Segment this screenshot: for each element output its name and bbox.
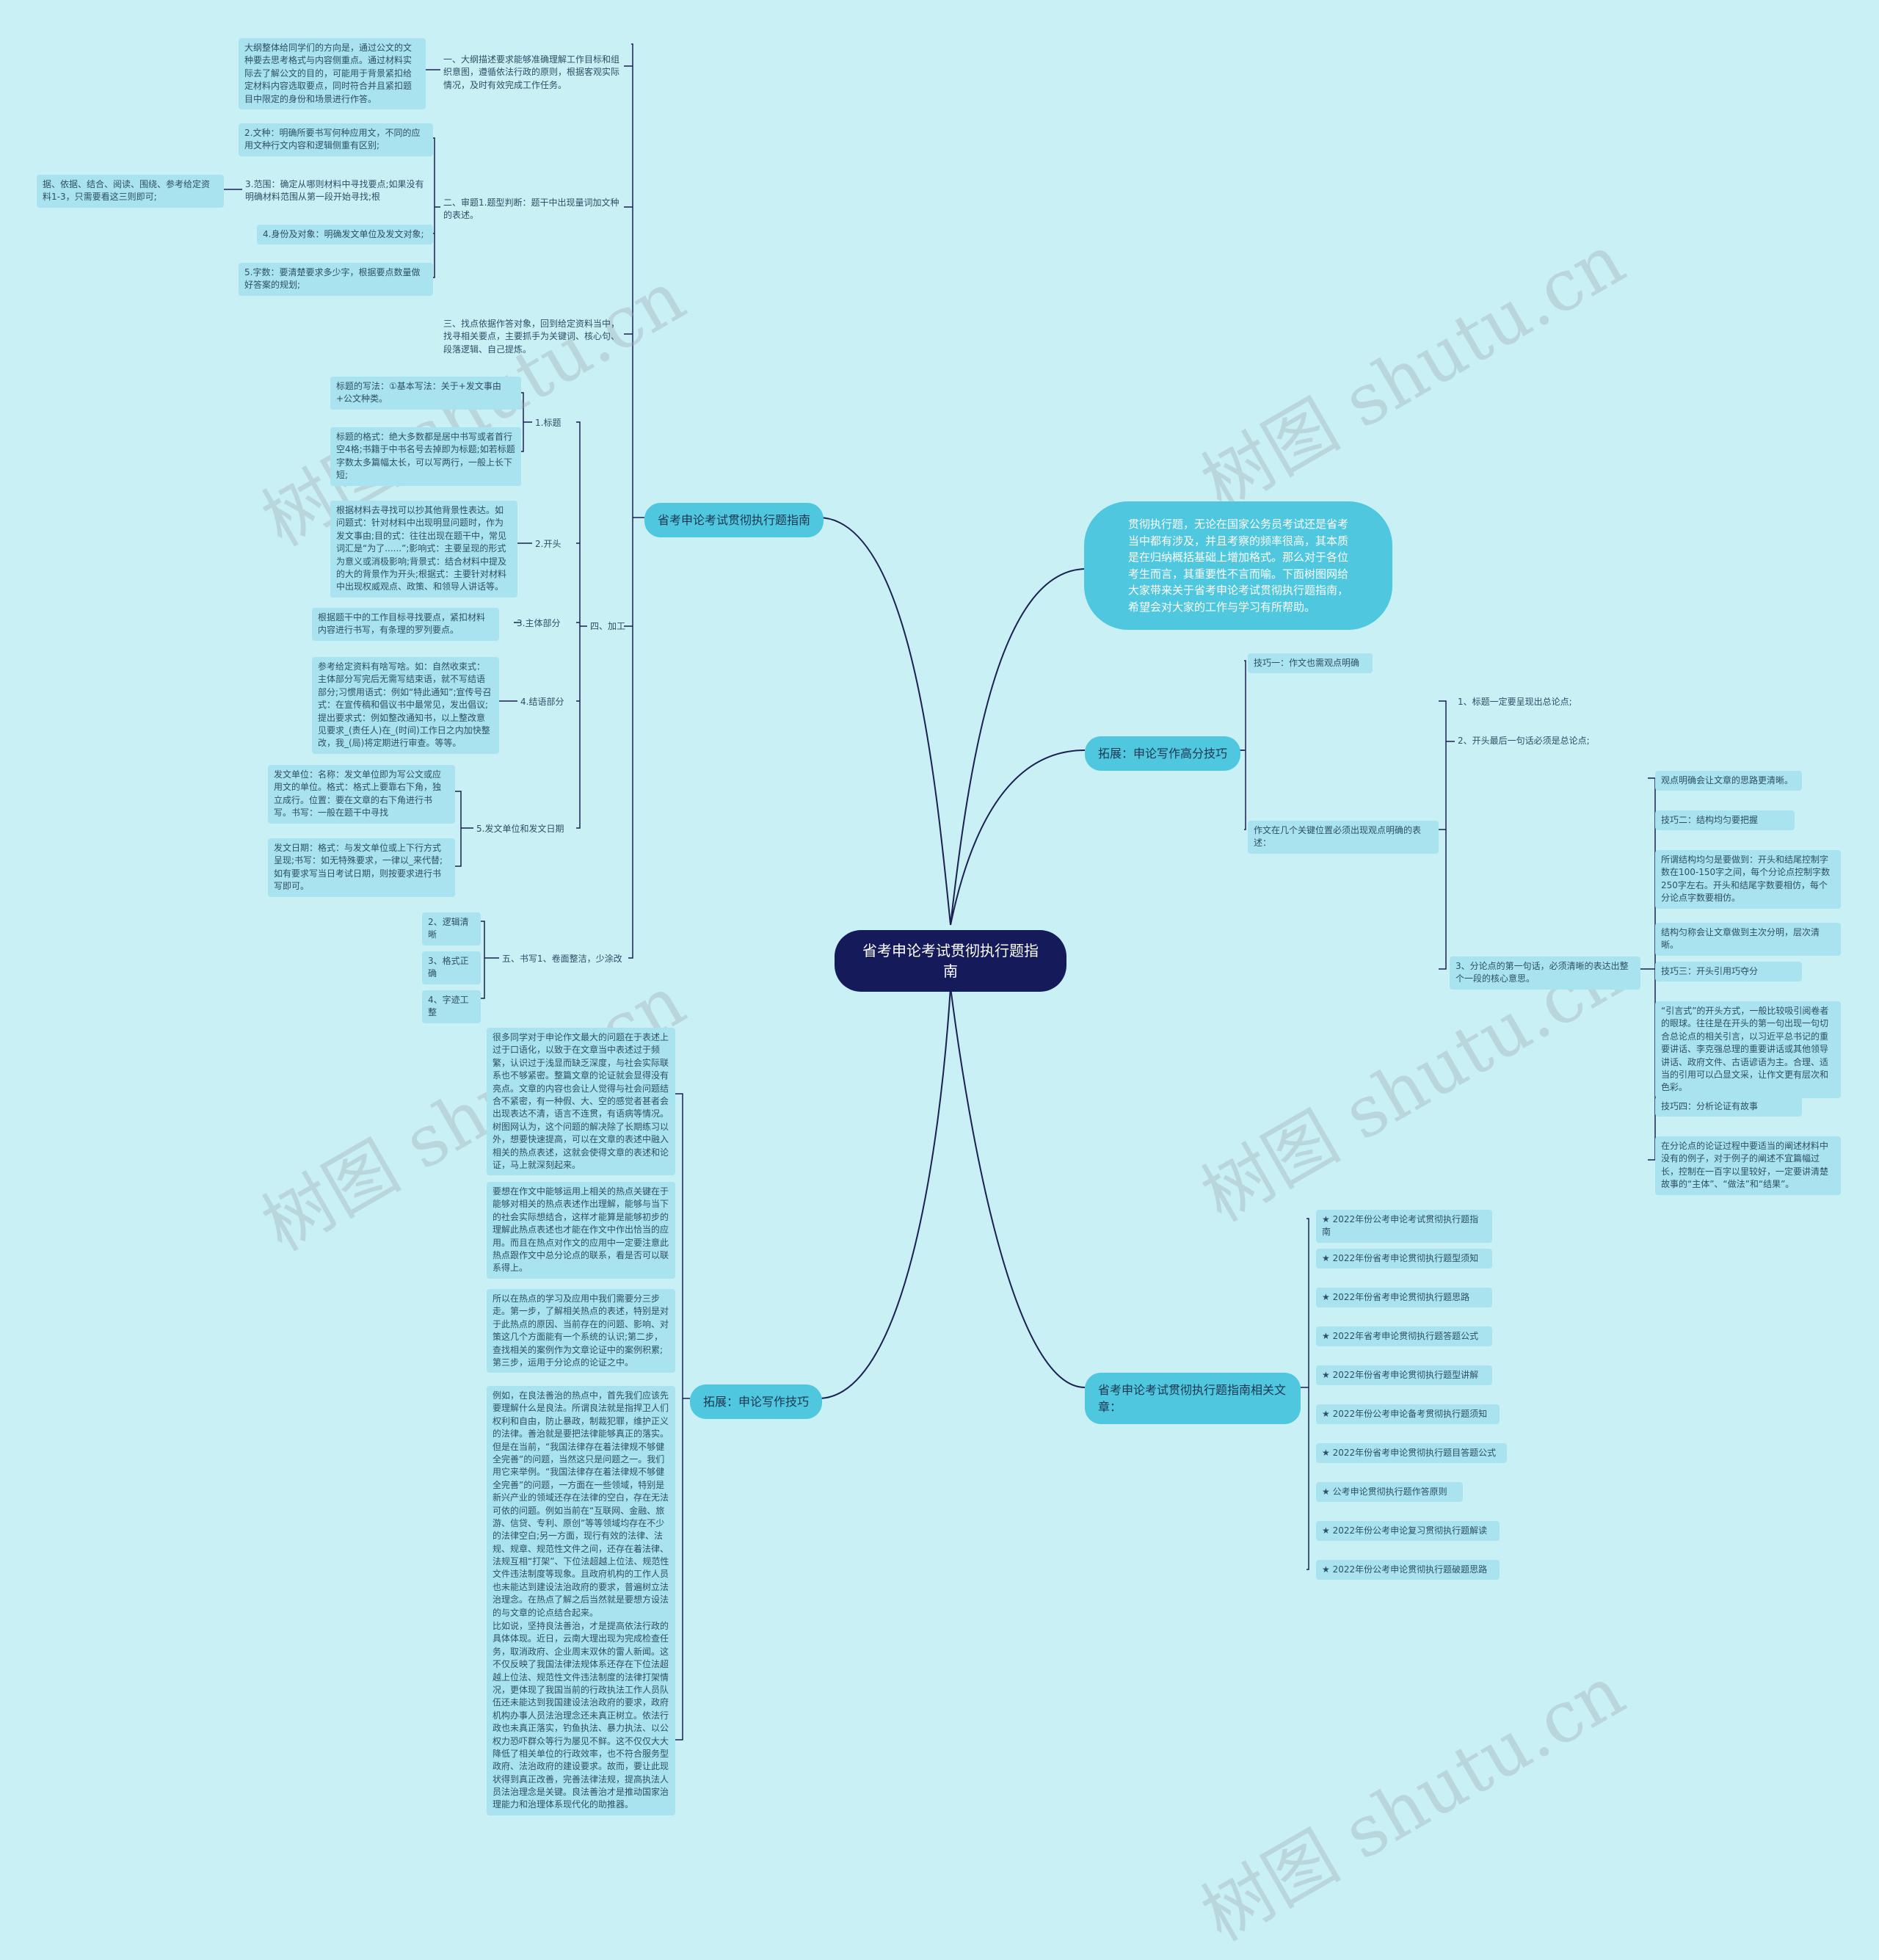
b2-r7[interactable]: 技巧四：分析论证有故事 — [1655, 1097, 1802, 1117]
b2-r3[interactable]: 所谓结构均匀是要做到：开头和结尾控制字数在100-150字之间，每个分论点控制字… — [1655, 850, 1841, 909]
b2-p3[interactable]: 3、分论点的第一句话，必须清晰的表达出整个一段的核心意思。 — [1450, 957, 1640, 990]
b1-s5-b[interactable]: 3、格式正确 — [422, 951, 481, 984]
b4-text-5[interactable]: 比如说，坚持良法善治，才是提高依法行政的具体体现。近日，云南大理出现为完成检查任… — [487, 1616, 675, 1815]
b3-item[interactable]: ★ 2022年份公考申论备考贯彻执行题须知 — [1316, 1404, 1500, 1425]
b3-item[interactable]: ★ 2022年省考申论贯彻执行题答题公式 — [1316, 1326, 1492, 1347]
b1-s4-t1[interactable]: 1.标题 — [535, 418, 561, 428]
b1-s4-t3[interactable]: 3.主体部分 — [517, 618, 561, 628]
b2-r1[interactable]: 观点明确会让文章的思路更清晰。 — [1655, 771, 1802, 791]
b2-r2[interactable]: 技巧二：结构均匀要把握 — [1655, 810, 1795, 831]
b1-s4-t1-a[interactable]: 标题的写法：①基本写法：关于+发文事由+公文种类。 — [330, 377, 521, 410]
b1-s1[interactable]: 一、大纲描述要求能够准确理解工作目标和组织意图，遵循依法行政的原则，根据客观实际… — [443, 54, 620, 90]
b2-sub[interactable]: 作文在几个关键位置必须出现观点明确的表述： — [1248, 821, 1439, 854]
connector-lines — [224, 43, 1656, 1741]
b2-r5[interactable]: 技巧三：开头引用巧夺分 — [1655, 962, 1802, 982]
b1-s3[interactable]: 三、找点依据作答对象，回到给定资料当中，找寻相关要点，主要抓手为关键词、核心句、… — [443, 319, 620, 355]
branch-b1[interactable]: 省考申论考试贯彻执行题指南 — [644, 503, 824, 538]
b4-text-3[interactable]: 所以在热点的学习及应用中我们需要分三步走。第一步，了解相关热点的表述，特别是对于… — [487, 1289, 675, 1373]
b1-s2-c5[interactable]: 5.字数：要清楚要求多少字，根据要点数量做好答案的规划; — [239, 263, 433, 296]
b3-item[interactable]: ★ 公考申论贯彻执行题作答原则 — [1316, 1482, 1463, 1503]
b2-tip1[interactable]: 技巧一：作文也需观点明确 — [1248, 653, 1373, 674]
b2-p1[interactable]: 1、标题一定要呈现出总论点; — [1458, 697, 1572, 707]
b2-r4[interactable]: 结构匀称会让文章做到主次分明，层次清晰。 — [1655, 923, 1841, 956]
b1-s4-t5[interactable]: 5.发文单位和发文日期 — [476, 824, 564, 834]
b1-s4-t2-a[interactable]: 根据材料去寻找可以抄其他背景性表达。如问题式：针对材料中出现明显问题时，作为发文… — [330, 501, 517, 598]
branch-b3[interactable]: 省考申论考试贯彻执行题指南相关文章： — [1085, 1373, 1301, 1425]
b1-s4-t4[interactable]: 4.结语部分 — [520, 697, 564, 707]
b1-s4-t2[interactable]: 2.开头 — [535, 539, 561, 549]
b1-s5-a[interactable]: 2、逻辑清晰 — [422, 912, 481, 945]
root-node[interactable]: 省考申论考试贯彻执行题指南 — [835, 930, 1066, 992]
b1-s4-t5-a[interactable]: 发文单位：名称：发文单位即为写公文或应用文的单位。格式：格式上要靠右下角，独立成… — [268, 765, 455, 824]
b1-s4-t4-a[interactable]: 参考给定资料有啥写啥。如：自然收束式：主体部分写完后无需写结束语，就不写结语部分… — [312, 657, 499, 754]
b1-s4[interactable]: 四、加工 — [590, 621, 626, 631]
b1-s2-c3-detail[interactable]: 据、依据、结合、阅读、围绕、参考给定资料1-3，只需要看这三则即可; — [37, 175, 224, 208]
b1-s4-t5-b[interactable]: 发文日期：格式：与发文单位或上下行方式呈现;书写：如无特殊要求，一律以_来代替;… — [268, 838, 455, 897]
b1-s2[interactable]: 二、审题1.题型判断：题干中出现量词加文种的表述。 — [443, 197, 619, 221]
b3-item[interactable]: ★ 2022年份省考申论贯彻执行题目答题公式 — [1316, 1443, 1507, 1464]
b1-s2-c4[interactable]: 4.身份及对象：明确发文单位及发文对象; — [257, 225, 433, 245]
b3-item[interactable]: ★ 2022年份公考申论贯彻执行题破题思路 — [1316, 1560, 1500, 1580]
b2-r8[interactable]: 在分论点的论证过程中要适当的阐述材料中没有的例子，对于例子的阐述不宜篇幅过长，控… — [1655, 1136, 1841, 1195]
branch-b4[interactable]: 拓展：申论写作技巧 — [690, 1384, 823, 1420]
b1-s4-t1-b[interactable]: 标题的格式：绝大多数都是居中书写或者首行空4格;书籍于中书名号去掉即为标题;如若… — [330, 427, 521, 486]
b2-r6[interactable]: “引言式”的开头方式，一般比较吸引阅卷者的眼球。往往是在开头的第一句出现一句切合… — [1655, 1001, 1841, 1098]
b4-text-4[interactable]: 例如，在良法善治的热点中，首先我们应该先要理解什么是良法。所谓良法就是指捍卫人们… — [487, 1386, 675, 1624]
b1-s4-t3-a[interactable]: 根据题干中的工作目标寻找要点，紧扣材料内容进行书写，有条理的罗列要点。 — [312, 608, 499, 641]
b1-s2-c2[interactable]: 2.文种：明确所要书写何种应用文，不同的应用文种行文内容和逻辑侧重有区别; — [239, 123, 433, 156]
b3-item[interactable]: ★ 2022年份省考申论贯彻执行题型讲解 — [1316, 1365, 1492, 1386]
b4-text-1[interactable]: 很多同学对于申论作文最大的问题在于表述上过于口语化，以致于在文章当中表述过于频繁… — [487, 1028, 675, 1176]
b1-s2-c3[interactable]: 3.范围：确定从哪则材料中寻找要点;如果没有明确材料范围从第一段开始寻找;根 — [245, 179, 424, 203]
b3-item[interactable]: ★ 2022年份省考申论贯彻执行题思路 — [1316, 1288, 1492, 1308]
b3-item[interactable]: ★ 2022年份公考申论复习贯彻执行题解读 — [1316, 1521, 1500, 1542]
intro-node[interactable]: 贯彻执行题，无论在国家公务员考试还是省考当中都有涉及，并且考察的频率很高，其本质… — [1084, 501, 1392, 630]
b2-p2[interactable]: 2、开头最后一句话必须是总论点; — [1458, 736, 1590, 746]
b1-s5[interactable]: 五、书写1、卷面整洁，少涂改 — [502, 954, 622, 964]
b4-text-2[interactable]: 要想在作文中能够运用上相关的热点关键在于能够对相关的热点表述作出理解，能够与当下… — [487, 1182, 675, 1279]
branch-b2[interactable]: 拓展：申论写作高分技巧 — [1085, 736, 1241, 772]
b1-s5-c[interactable]: 4、字迹工整 — [422, 990, 481, 1023]
b1-s1-detail[interactable]: 大纲整体给同学们的方向是，通过公文的文种要去思考格式与内容侧重点。通过材料实际去… — [239, 38, 426, 109]
b3-item[interactable]: ★ 2022年份省考申论贯彻执行题型须知 — [1316, 1249, 1492, 1269]
b3-item[interactable]: ★ 2022年份公考申论考试贯彻执行题指南 — [1316, 1210, 1492, 1243]
